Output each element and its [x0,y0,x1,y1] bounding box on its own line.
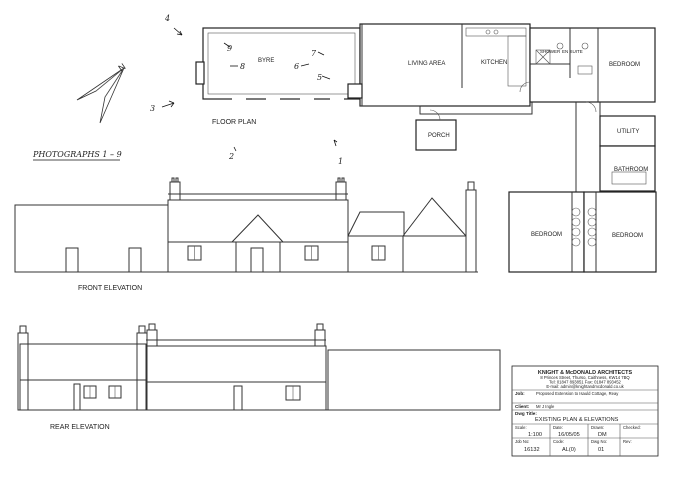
photographs-note: PHOTOGRAPHS 1 – 9 [32,150,122,161]
floor-plan: BYRE LIVING AREA KITCHEN SHOWER EN SUITE… [195,23,657,273]
photo-marker-4: 4 [164,14,183,36]
rev-label: Rev: [623,439,632,444]
utility-room [599,115,656,147]
svg-text:6: 6 [294,62,299,71]
svg-text:5: 5 [317,73,322,82]
front-elevation-title: FRONT ELEVATION [78,285,142,292]
date-value: 16/05/05 [558,432,580,438]
svg-text:7: 7 [311,49,317,58]
rear-elevation-title: REAR ELEVATION [50,424,110,431]
title-block: KNIGHT & McDONALD ARCHITECTS 8 Princes S… [511,365,659,457]
photo-marker-7: 7 [311,49,325,58]
svg-text:9: 9 [227,44,232,53]
dwg-no-value: 01 [598,447,604,453]
photo-marker-3: 3 [150,100,175,113]
bedroom-ne-label: BEDROOM [609,62,640,68]
client-value: Mr J Ingle [536,404,555,409]
date-label: Date: [553,425,563,430]
dwg-no-label: Dwg No: [591,439,607,444]
firm-address: 8 Princes Street, Thurso, Caithness, KW1… [540,375,630,380]
north-label: N [116,61,127,73]
kitchen-label: KITCHEN [481,60,507,66]
dwg-title-label: Dwg Title: [515,411,537,416]
code-label: Code: [553,439,564,444]
porch-label: PORCH [428,133,450,139]
photo-marker-6: 6 [294,62,310,71]
floor-plan-title: FLOOR PLAN [212,119,256,126]
svg-text:2: 2 [228,152,234,161]
checked-label: Checked: [623,425,641,430]
scale-value: 1:100 [528,432,542,438]
living-area-label: LIVING AREA [408,61,445,67]
en-suite-label: EN SUITE [562,49,583,54]
job-no-label: Job No: [515,439,529,444]
scale-label: Scale: [515,425,527,430]
shower-label: SHOWER [540,49,561,54]
porch-room [415,119,457,151]
photo-marker-2: 2 [228,146,237,161]
bedroom-ne-room [529,27,656,103]
living-kitchen-block [359,23,531,107]
code-value: AL(0) [562,447,576,453]
client-label: Client: [515,404,530,409]
firm-name: KNIGHT & McDONALD ARCHITECTS [538,370,633,376]
utility-label: UTILITY [617,129,639,135]
firm-phone: Tel: 01847 893851 Fax: 01847 893452 [549,380,621,385]
photo-marker-1: 1 [333,139,343,166]
drawn-label: Drawn: [591,425,604,430]
svg-text:PHOTOGRAPHS 1 – 9: PHOTOGRAPHS 1 – 9 [32,150,122,159]
north-arrow: N [76,61,127,124]
photo-marker-9: 9 [223,42,232,53]
firm-email: E-mail: admin@knightandmcdonald.co.uk [546,384,624,389]
photo-marker-8: 8 [230,62,245,71]
photo-markers: 4 3 9 8 6 7 5 2 [150,14,343,166]
bathroom-label: BATHROOM [614,167,648,173]
svg-text:1: 1 [338,157,343,166]
bedroom-se-room [583,191,657,273]
bedroom-sw-label: BEDROOM [531,232,562,238]
photo-marker-5: 5 [317,73,331,82]
job-no-value: 16132 [524,447,540,453]
svg-text:4: 4 [164,14,170,23]
byre-room [202,27,361,100]
front-elevation: FRONT ELEVATION [14,177,478,292]
svg-text:8: 8 [240,62,245,71]
job-label: Job: [515,391,525,396]
svg-text:3: 3 [150,104,155,113]
drawn-value: DM [598,432,607,438]
byre-label: BYRE [258,58,274,64]
bedroom-se-label: BEDROOM [612,233,643,239]
rear-elevation: REAR ELEVATION [17,323,501,431]
job-value: Proposed Extension to Isauld Cottage, Re… [536,391,619,396]
dwg-title-value: EXISTING PLAN & ELEVATIONS [535,417,619,423]
